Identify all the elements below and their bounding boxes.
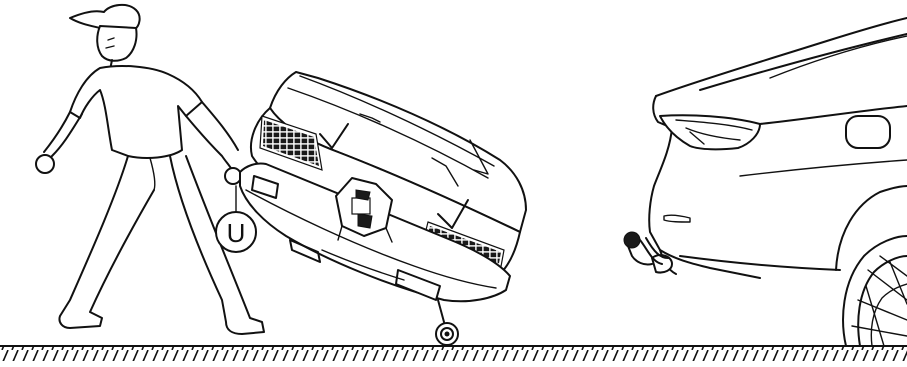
right-hand [225,168,241,184]
car-roofline [656,18,907,96]
left-arm [44,112,82,156]
tail-light [660,115,760,149]
marker-u-label: U [227,218,246,248]
cargo-box [240,72,526,345]
car-side-marker [846,116,890,148]
ground [0,346,907,361]
torso [70,66,202,158]
car-rear [624,18,907,346]
car-wheel [843,236,907,346]
person-figure [36,5,264,334]
front-leg [59,156,154,328]
right-arm [186,102,238,170]
head [97,26,136,61]
left-hand [36,155,54,173]
